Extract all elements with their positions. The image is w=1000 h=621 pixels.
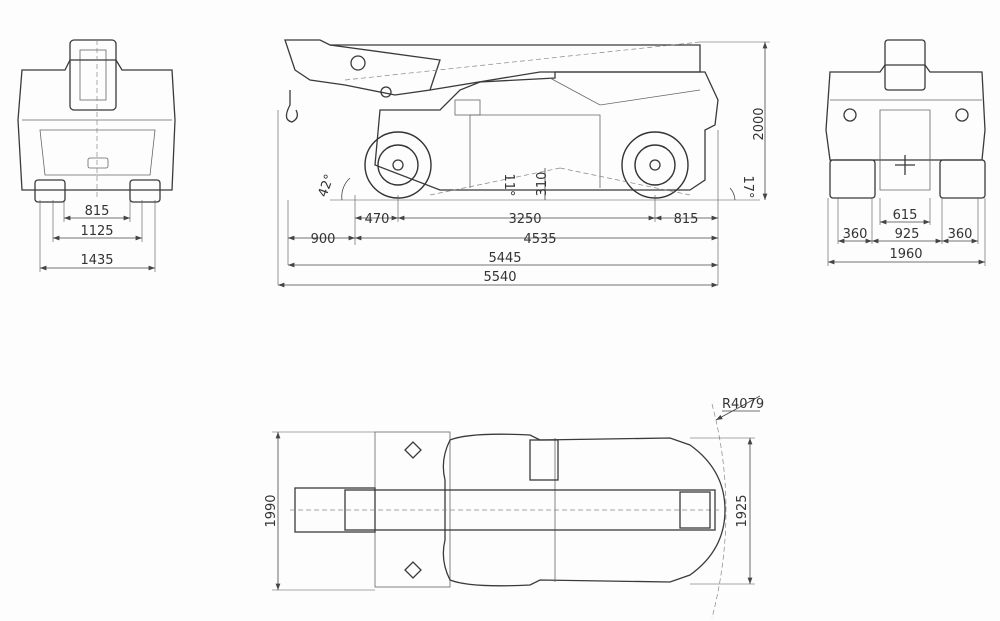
dim-rear-width: 1960 (889, 247, 922, 262)
dim-ground-clearance: 310 (535, 172, 550, 197)
dim-turning-radius: R4079 (722, 397, 764, 412)
side-view: 2000 42° 11° 310 17° 470 3250 815 900 45… (277, 39, 770, 288)
dim-departure-angle: 17° (740, 175, 755, 198)
dim-wheelbase: 3250 (508, 212, 541, 227)
rear-view: 615 360 925 360 1960 (825, 39, 986, 266)
dim-rear-center: 925 (895, 227, 920, 242)
dim-total-length: 5540 (483, 270, 516, 285)
dim-boom-overhang: 900 (311, 232, 336, 247)
dim-overall-length: 5445 (488, 251, 521, 266)
dim-rear-right: 360 (948, 227, 973, 242)
dim-rear-left: 360 (843, 227, 868, 242)
dim-top-width-left: 1990 (264, 494, 279, 527)
front-view: 815 1125 1435 (17, 39, 176, 272)
dim-rear-overhang: 815 (674, 212, 699, 227)
dim-rear-inner: 615 (893, 208, 918, 223)
dim-top-width-right: 1925 (735, 494, 750, 527)
dim-height-2000: 2000 (752, 107, 767, 140)
dim-chassis-length: 4535 (523, 232, 556, 247)
dim-front-1125: 1125 (80, 224, 113, 239)
top-view: R4079 1990 1925 (264, 395, 764, 619)
dim-approach-angle: 42° (316, 172, 338, 199)
dim-front-1435: 1435 (80, 253, 113, 268)
dim-front-overhang: 470 (365, 212, 390, 227)
dim-front-815: 815 (85, 204, 110, 219)
dim-ramp-angle: 11° (501, 173, 516, 196)
